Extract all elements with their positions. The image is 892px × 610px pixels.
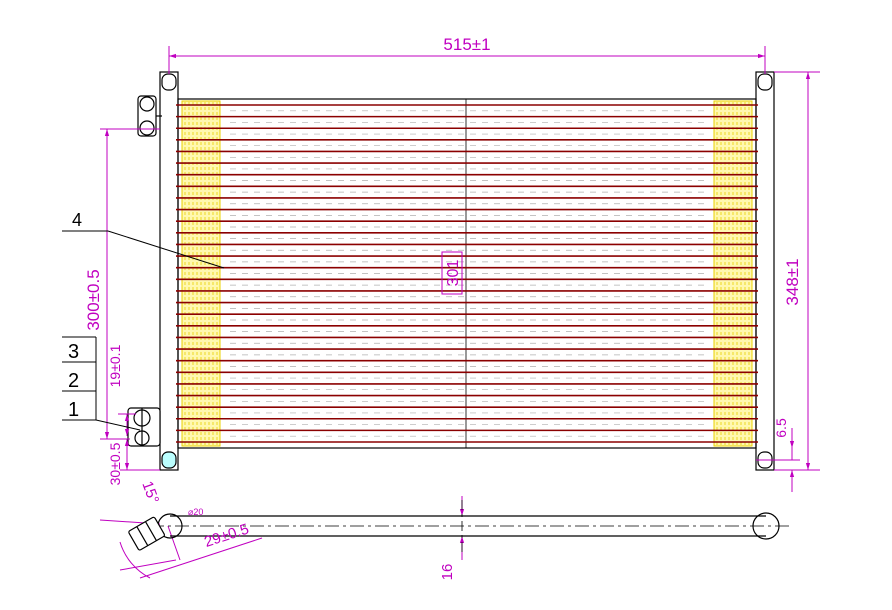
dim-fitting-offset: 29±0.5 <box>202 521 251 551</box>
callout-3: 3 <box>68 341 79 363</box>
callout-1: 1 <box>68 399 79 421</box>
outlet-fitting <box>127 407 161 447</box>
tube-group <box>176 104 758 443</box>
dim-height-total: 348±1 <box>783 258 802 305</box>
callout-4: 4 <box>72 210 82 230</box>
dim-thickness: 16 <box>439 564 456 581</box>
mounting-slot-top-left <box>161 73 177 91</box>
dim-angle: 15° <box>138 479 162 506</box>
callout-2: 2 <box>68 370 79 392</box>
callout-leaders <box>62 230 225 431</box>
dim-bottom-offset: 30±0.5 <box>107 442 123 485</box>
dim-small-gap: 6.5 <box>773 418 789 438</box>
left-header-tank <box>159 71 179 471</box>
fin-hatching <box>184 102 750 445</box>
inlet-fitting <box>137 95 162 137</box>
dim-diameter: ⌀20 <box>188 507 203 517</box>
side-view <box>128 500 790 554</box>
dim-width: 515±1 <box>443 35 490 54</box>
right-header-tank <box>755 71 775 471</box>
mounting-slot-bottom-left <box>161 451 177 469</box>
dim-height-core: 300±0.5 <box>84 269 103 330</box>
dim-pitch: 19±0.1 <box>107 344 123 387</box>
dim-center: 301 <box>445 260 462 287</box>
mounting-slot-top-right <box>757 73 773 91</box>
